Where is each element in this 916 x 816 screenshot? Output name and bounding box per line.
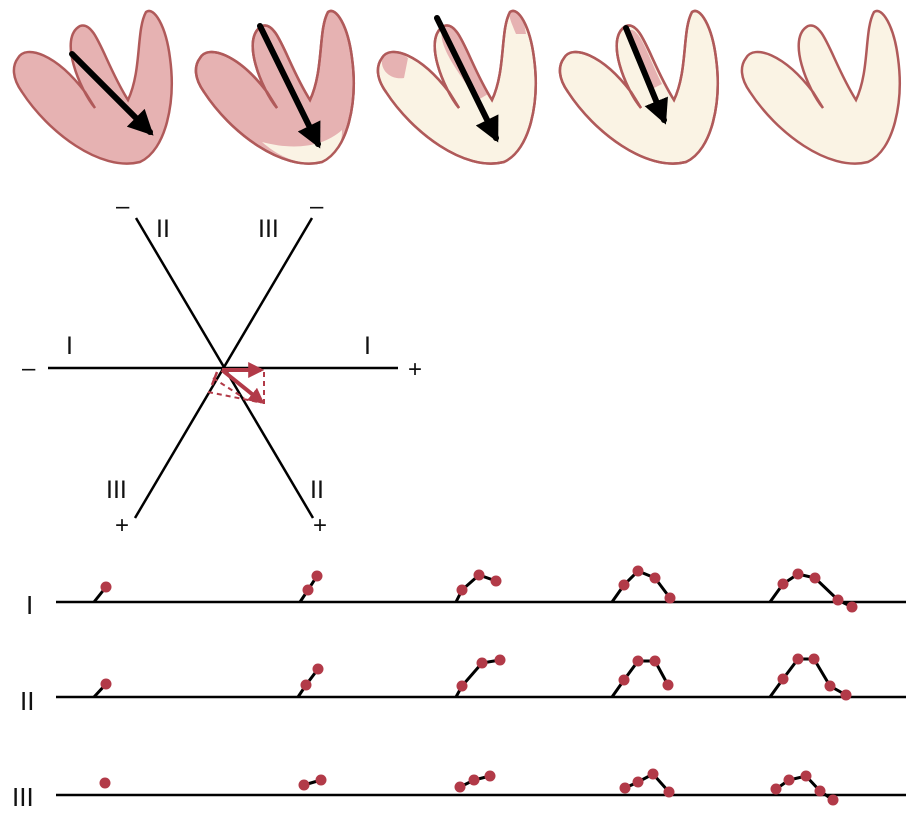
ecg-point bbox=[840, 689, 852, 701]
ecg-point bbox=[783, 774, 795, 786]
ecg-point bbox=[662, 679, 674, 691]
hexaxial-lead-diagram: – I I + – II II + III – III + bbox=[22, 193, 422, 539]
lead-III-positive-sign: + bbox=[115, 512, 129, 539]
trace-label-III: III bbox=[12, 782, 34, 812]
trace-segment bbox=[454, 573, 497, 603]
ecg-point bbox=[315, 774, 327, 786]
lead-II-label-top: II bbox=[156, 215, 170, 243]
ecg-point bbox=[647, 768, 659, 780]
ecg-point bbox=[649, 572, 661, 584]
ecg-point bbox=[632, 776, 644, 788]
ecg-point bbox=[792, 568, 804, 580]
ecg-point bbox=[832, 594, 844, 606]
lead-III-negative-sign: – bbox=[310, 193, 324, 220]
ecg-point bbox=[808, 653, 820, 665]
heart-stage-3 bbox=[376, 9, 537, 165]
ecg-point bbox=[792, 653, 804, 665]
heart-stage-4 bbox=[558, 9, 719, 165]
ecg-point bbox=[649, 655, 661, 667]
trace-lead-I: I bbox=[26, 565, 906, 620]
ecg-point bbox=[468, 774, 480, 786]
projection-dash bbox=[212, 377, 245, 399]
lead-I-negative-sign: – bbox=[22, 355, 36, 382]
ecg-point bbox=[800, 770, 812, 782]
ecg-point bbox=[490, 575, 502, 587]
lead-III-label-bottom: III bbox=[106, 476, 127, 504]
ecg-point bbox=[476, 657, 488, 669]
depolarization-vector-arrow bbox=[257, 23, 321, 149]
ecg-point bbox=[846, 601, 858, 613]
ecg-point bbox=[454, 781, 466, 793]
ecg-point bbox=[632, 655, 644, 667]
lead-II-positive-sign: + bbox=[313, 512, 327, 539]
heart-myocardium bbox=[740, 9, 901, 165]
ecg-point bbox=[824, 680, 836, 692]
ecg-point bbox=[99, 777, 111, 789]
ecg-point bbox=[298, 779, 310, 791]
depolarization-vector-arrow bbox=[434, 15, 499, 143]
trace-segment bbox=[454, 658, 501, 698]
mean-vector-with-projections bbox=[207, 362, 265, 404]
heart-stage-1 bbox=[12, 9, 173, 165]
heart-myocardium bbox=[12, 9, 173, 165]
depolarized-region bbox=[629, 29, 662, 88]
lead-I-positive-sign: + bbox=[408, 356, 422, 383]
ecg-point bbox=[619, 782, 631, 794]
ecg-point bbox=[100, 678, 112, 690]
depolarization-vector-arrow bbox=[623, 25, 668, 125]
heart-stage-2 bbox=[194, 9, 355, 165]
heart-outline bbox=[194, 9, 355, 165]
depolarized-region bbox=[509, 11, 526, 34]
trace-lead-II: II bbox=[20, 653, 906, 716]
ecg-point bbox=[777, 673, 789, 685]
lead-I-label-right: I bbox=[364, 332, 371, 360]
trace-label-II: II bbox=[20, 686, 34, 716]
heart-outline bbox=[558, 9, 719, 165]
ecg-point bbox=[814, 785, 826, 797]
trace-lead-III: III bbox=[12, 768, 906, 812]
depolarization-vector-arrow bbox=[69, 51, 154, 136]
ecg-point bbox=[494, 654, 506, 666]
ecg-point bbox=[312, 663, 324, 675]
ecg-point bbox=[456, 680, 468, 692]
ecg-point bbox=[473, 569, 485, 581]
depolarized-region bbox=[381, 52, 408, 79]
ecg-point bbox=[618, 674, 630, 686]
lead-III-label-top: III bbox=[258, 215, 279, 243]
ecg-point bbox=[770, 783, 782, 795]
ecg-point bbox=[300, 679, 312, 691]
ecg-point bbox=[777, 578, 789, 590]
ecg-point bbox=[827, 794, 839, 806]
lead-II-negative-sign: – bbox=[116, 193, 130, 220]
lead-I-label-left: I bbox=[66, 332, 73, 360]
ecg-point bbox=[664, 592, 676, 604]
ecg-point bbox=[302, 584, 314, 596]
ecg-point bbox=[632, 565, 644, 577]
ecg-traces: I II bbox=[12, 565, 906, 812]
trace-segment bbox=[624, 772, 671, 793]
ecg-point bbox=[618, 579, 630, 591]
ecg-point bbox=[809, 572, 821, 584]
ecg-point bbox=[663, 786, 675, 798]
projection-dash bbox=[210, 371, 219, 386]
mean-electrical-vector bbox=[220, 368, 265, 404]
heart-outline bbox=[376, 9, 537, 165]
lead-II-label-bottom: II bbox=[310, 476, 324, 504]
trace-label-I: I bbox=[26, 590, 33, 620]
ecg-point bbox=[100, 581, 112, 593]
ecg-point bbox=[311, 570, 323, 582]
ecg-point bbox=[484, 770, 496, 782]
ecg-point bbox=[456, 584, 468, 596]
heart-stage-5 bbox=[740, 9, 901, 165]
